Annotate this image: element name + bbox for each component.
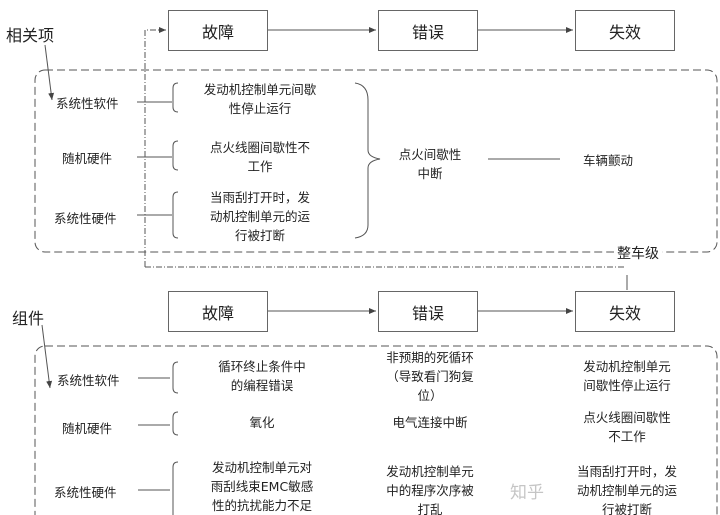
vehicle-level-region [34, 69, 718, 253]
row-type-label: 系统性硬件 [54, 485, 117, 500]
component-pointer-arrow [41, 324, 53, 389]
item-title: 相关项 [6, 26, 55, 45]
component-fault-text: 循环终止条件中 的编程错误 [218, 359, 306, 393]
component-error-text: 电气连接中断 [392, 415, 468, 430]
component-failure-text: 当雨刮打开时，发 动机控制单元的运 行被打断 [576, 464, 677, 515]
row-type-label: 随机硬件 [62, 151, 113, 166]
component-failure-text: 点火线圈间歇性 不工作 [583, 410, 671, 444]
row-type-label: 系统性软件 [56, 96, 119, 111]
stage-fault-top: 故障 [168, 10, 268, 51]
vehicle-fault-text: 发动机控制单元间歇 性停止运行 [203, 82, 317, 116]
stage-failure-bottom: 失效 [575, 291, 675, 332]
item-pointer-arrow [44, 44, 55, 101]
stage-fault-bottom: 故障 [168, 291, 268, 332]
stage-error-top: 错误 [378, 10, 478, 51]
watermark: 知乎 [510, 483, 544, 503]
row-type-label: 随机硬件 [62, 421, 113, 436]
component-error-text: 非预期的死循环 （导致看门狗复 位） [386, 350, 474, 403]
component-failure-text: 发动机控制单元 间歇性停止运行 [583, 359, 671, 393]
component-error-text: 发动机控制单元 中的程序次序被 打乱 [386, 464, 474, 515]
component-fault-text: 氧化 [249, 415, 275, 430]
vehicle-failure-text: 车辆颤动 [583, 153, 634, 168]
component-title: 组件 [12, 309, 45, 328]
vehicle-fault-text: 当雨刮打开时，发 动机控制单元的运 行被打断 [209, 190, 310, 243]
vehicle-error-text: 点火间歇性 中断 [398, 147, 462, 181]
row-type-label: 系统性硬件 [54, 211, 117, 226]
component-fault-text: 发动机控制单元对 雨刮线束EMC敏感 性的抗扰能力不足 [210, 460, 314, 513]
vehicle-fault-text: 点火线圈间歇性不 工作 [209, 140, 310, 174]
dash-dot-frame-left [144, 27, 166, 267]
vehicle-level-label: 整车级 [614, 243, 662, 263]
component-level-region [34, 345, 718, 515]
row-type-label: 系统性软件 [57, 373, 120, 388]
stage-error-bottom: 错误 [378, 291, 478, 332]
big-brace [354, 82, 381, 239]
stage-failure-top: 失效 [575, 10, 675, 51]
